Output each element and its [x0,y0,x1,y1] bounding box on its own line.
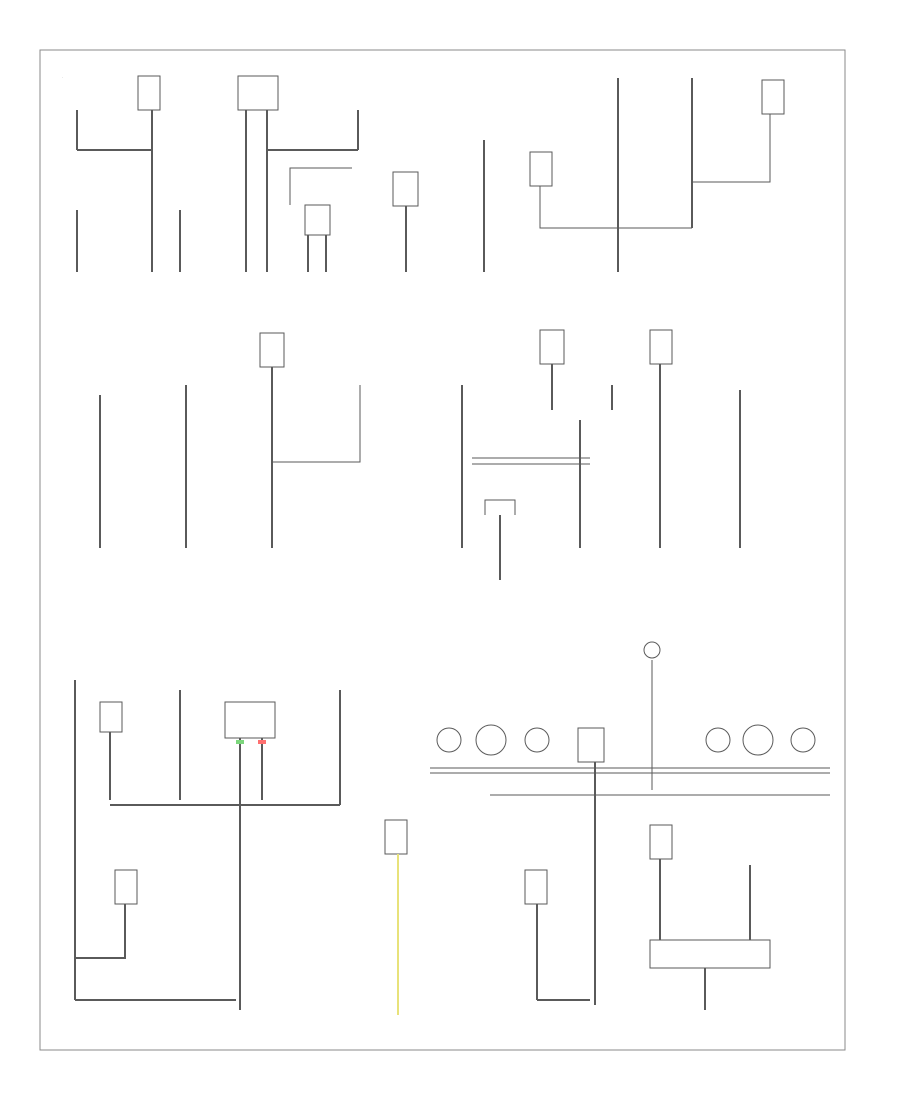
component-box [99,701,123,733]
section-middle-right-grounds [461,329,741,580]
svg-text:.: . [62,74,63,79]
section-middle-left-grounds [99,332,361,548]
lamp-symbol [705,727,731,753]
component-box [259,332,285,368]
section-bottom-left-grounds [74,680,408,1015]
section-bottom-right-grounds [430,641,830,1010]
component-box [137,75,161,111]
component-box [577,727,605,763]
lamp-symbol [742,724,774,756]
component-box [539,329,565,365]
component-box [649,329,673,365]
connector-bar [649,939,771,969]
diagram-frame [39,49,846,1051]
lamp-symbol [790,727,816,753]
component-box [114,869,138,905]
component-box [529,151,553,187]
component-box [224,701,276,739]
wire-labels: . [62,74,63,79]
lamp-symbol [524,727,550,753]
component-box [649,824,673,860]
lamp-symbol [475,724,507,756]
lamp-symbol [643,641,661,659]
lamp-symbol [436,727,462,753]
component-box [384,819,408,855]
component-box [237,75,279,111]
component-box [304,204,331,236]
component-box [392,171,419,207]
component-box [761,79,785,115]
component-box [524,869,548,905]
section-top-left-grounds [76,75,419,272]
section-top-right-grounds [483,78,785,272]
